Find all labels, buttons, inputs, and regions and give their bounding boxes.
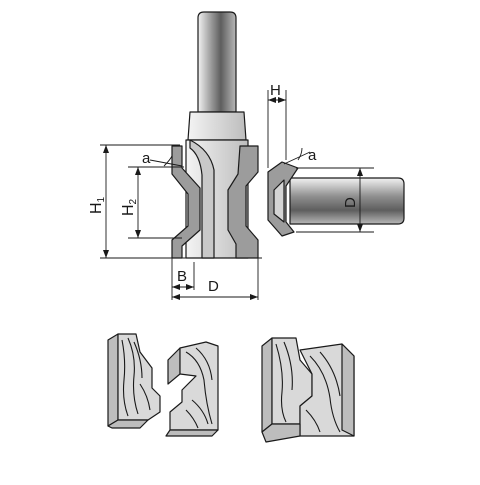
angle-label-right: a bbox=[308, 147, 317, 164]
main-dimensions: H1 H2 a B D bbox=[88, 144, 262, 300]
bit-shank bbox=[197, 11, 237, 113]
wood-piece-middle bbox=[165, 341, 219, 437]
h-right-label: H bbox=[270, 82, 281, 99]
wood-piece-left bbox=[107, 333, 161, 429]
router-bit-side-view: H a D bbox=[267, 82, 405, 237]
h1-label: H1 bbox=[88, 196, 107, 214]
h2-label: H2 bbox=[120, 198, 139, 216]
wood-joint-assembled bbox=[261, 337, 355, 443]
router-bit-front-view bbox=[149, 11, 259, 259]
d-bottom-label: D bbox=[208, 278, 219, 295]
side-shank bbox=[289, 177, 405, 225]
d-right-label: D bbox=[342, 197, 359, 208]
angle-label-left: a bbox=[142, 150, 151, 167]
b-label: B bbox=[177, 268, 187, 285]
bit-neck bbox=[187, 111, 247, 141]
